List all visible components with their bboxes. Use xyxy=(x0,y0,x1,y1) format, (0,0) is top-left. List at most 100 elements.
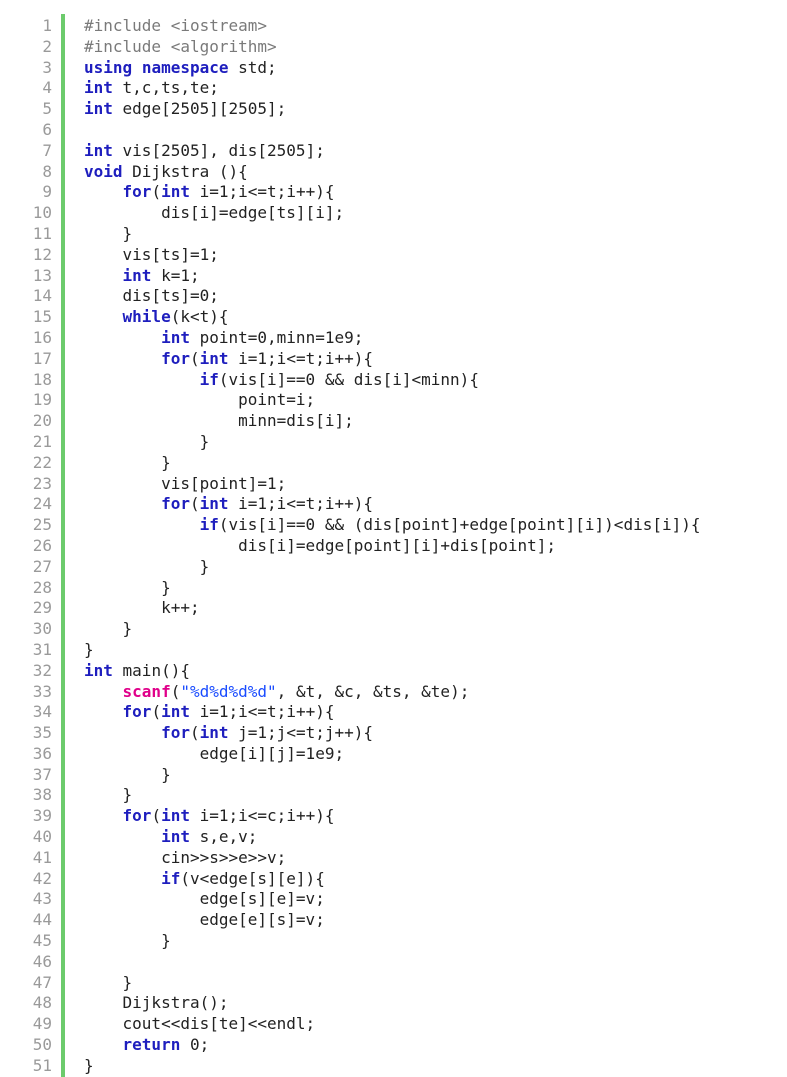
code-line[interactable]: 46 xyxy=(0,952,701,973)
code-line[interactable]: 15 while(k<t){ xyxy=(0,307,701,328)
code-line[interactable]: 2#include <algorithm> xyxy=(0,37,701,58)
code-line[interactable]: 31} xyxy=(0,640,701,661)
line-number: 33 xyxy=(32,681,52,701)
code-line[interactable]: 34 for(int i=1;i<=t;i++){ xyxy=(0,702,701,723)
code-line[interactable]: 23 vis[point]=1; xyxy=(0,474,701,495)
code-line[interactable]: 43 edge[s][e]=v; xyxy=(0,889,701,910)
code-token: } xyxy=(84,556,210,576)
line-number: 39 xyxy=(32,806,52,826)
code-token: int xyxy=(84,660,113,680)
code-line[interactable]: 50 return 0; xyxy=(0,1035,701,1056)
line-number: 20 xyxy=(32,411,52,431)
line-source: int edge[2505][2505]; xyxy=(84,99,286,120)
code-line[interactable]: 51} xyxy=(0,1056,701,1077)
line-source: if(vis[i]==0 && (dis[point]+edge[point][… xyxy=(84,515,701,536)
code-token: vis[ts]=1; xyxy=(84,244,219,264)
code-line[interactable]: 22 } xyxy=(0,453,701,474)
code-token: edge[i][j]=1e9; xyxy=(84,743,345,763)
line-number: 17 xyxy=(32,348,52,368)
line-source: } xyxy=(84,1056,94,1077)
code-line[interactable]: 6 xyxy=(0,120,701,141)
line-source: minn=dis[i]; xyxy=(84,411,354,432)
code-token xyxy=(84,370,200,389)
code-line[interactable]: 20 minn=dis[i]; xyxy=(0,411,701,432)
line-source: if(vis[i]==0 && dis[i]<minn){ xyxy=(84,370,479,391)
code-line[interactable]: 9 for(int i=1;i<=t;i++){ xyxy=(0,182,701,203)
code-token xyxy=(84,1035,123,1054)
line-number: 7 xyxy=(42,140,52,160)
code-line[interactable]: 29 k++; xyxy=(0,598,701,619)
code-line[interactable]: 42 if(v<edge[s][e]){ xyxy=(0,869,701,890)
line-source: for(int i=1;i<=t;i++){ xyxy=(84,182,335,203)
code-token: ( xyxy=(151,702,162,722)
line-number: 26 xyxy=(32,535,52,555)
code-line[interactable]: 11 } xyxy=(0,224,701,245)
code-token: } xyxy=(84,785,133,805)
code-line[interactable]: 30 } xyxy=(0,619,701,640)
code-line[interactable]: 49 cout<<dis[te]<<endl; xyxy=(0,1014,701,1035)
code-lines[interactable]: 1#include <iostream>2#include <algorithm… xyxy=(0,16,701,1077)
code-line[interactable]: 27 } xyxy=(0,557,701,578)
code-line[interactable]: 17 for(int i=1;i<=t;i++){ xyxy=(0,349,701,370)
line-number: 28 xyxy=(32,577,52,597)
code-line[interactable]: 25 if(vis[i]==0 && (dis[point]+edge[poin… xyxy=(0,515,701,536)
code-token: } xyxy=(84,764,171,784)
code-line[interactable]: 16 int point=0,minn=1e9; xyxy=(0,328,701,349)
line-number: 18 xyxy=(32,369,52,389)
code-token: if xyxy=(199,515,219,535)
code-line[interactable]: 8 void Dijkstra (){ xyxy=(0,162,701,183)
code-line[interactable]: 28 } xyxy=(0,578,701,599)
line-number: 8 xyxy=(42,161,52,181)
code-token xyxy=(84,307,123,326)
code-token: (vis[i]==0 && (dis[point]+edge[point][i]… xyxy=(218,515,701,535)
code-line[interactable]: 21 } xyxy=(0,432,701,453)
code-line[interactable]: 19 point=i; xyxy=(0,390,701,411)
code-line[interactable]: 36 edge[i][j]=1e9; xyxy=(0,744,701,765)
code-line[interactable]: 35 for(int j=1;j<=t;j++){ xyxy=(0,723,701,744)
code-line[interactable]: 41 cin>>s>>e>>v; xyxy=(0,848,701,869)
code-line[interactable]: 45 } xyxy=(0,931,701,952)
line-number: 11 xyxy=(32,223,52,243)
code-line[interactable]: 47 } xyxy=(0,973,701,994)
line-source: dis[i]=edge[ts][i]; xyxy=(84,203,344,224)
code-line[interactable]: 18 if(vis[i]==0 && dis[i]<minn){ xyxy=(0,370,701,391)
line-number: 30 xyxy=(32,619,52,639)
line-source: void Dijkstra (){ xyxy=(84,162,248,183)
code-line[interactable]: 12 vis[ts]=1; xyxy=(0,245,701,266)
code-line[interactable]: 10 dis[i]=edge[ts][i]; xyxy=(0,203,701,224)
code-line[interactable]: 40 int s,e,v; xyxy=(0,827,701,848)
code-line[interactable]: 38 } xyxy=(0,785,701,806)
line-number: 16 xyxy=(32,327,52,347)
line-number: 48 xyxy=(32,993,52,1013)
code-token: int xyxy=(84,99,113,119)
code-token: int xyxy=(161,702,190,722)
code-line[interactable]: 33 scanf("%d%d%d%d", &t, &c, &ts, &te); xyxy=(0,682,701,703)
code-line[interactable]: 1#include <iostream> xyxy=(0,16,701,37)
code-token: i=1;i<=t;i++){ xyxy=(228,494,374,514)
code-token: dis[ts]=0; xyxy=(84,286,219,306)
code-line[interactable]: 37 } xyxy=(0,765,701,786)
line-number: 31 xyxy=(32,639,52,659)
code-line[interactable]: 48 Dijkstra(); xyxy=(0,993,701,1014)
line-number: 24 xyxy=(32,494,52,514)
code-line[interactable]: 44 edge[e][s]=v; xyxy=(0,910,701,931)
code-line[interactable]: 14 dis[ts]=0; xyxy=(0,286,701,307)
code-line[interactable]: 24 for(int i=1;i<=t;i++){ xyxy=(0,494,701,515)
code-line[interactable]: 39 for(int i=1;i<=c;i++){ xyxy=(0,806,701,827)
line-source: point=i; xyxy=(84,390,315,411)
line-source: for(int i=1;i<=t;i++){ xyxy=(84,349,373,370)
code-token: ( xyxy=(189,494,200,514)
code-line[interactable]: 13 int k=1; xyxy=(0,266,701,287)
line-number: 1 xyxy=(42,16,52,35)
line-source: k++; xyxy=(84,598,200,619)
code-token xyxy=(84,869,161,888)
line-source: for(int i=1;i<=c;i++){ xyxy=(84,806,335,827)
code-token xyxy=(84,266,123,285)
code-line[interactable]: 26 dis[i]=edge[point][i]+dis[point]; xyxy=(0,536,701,557)
